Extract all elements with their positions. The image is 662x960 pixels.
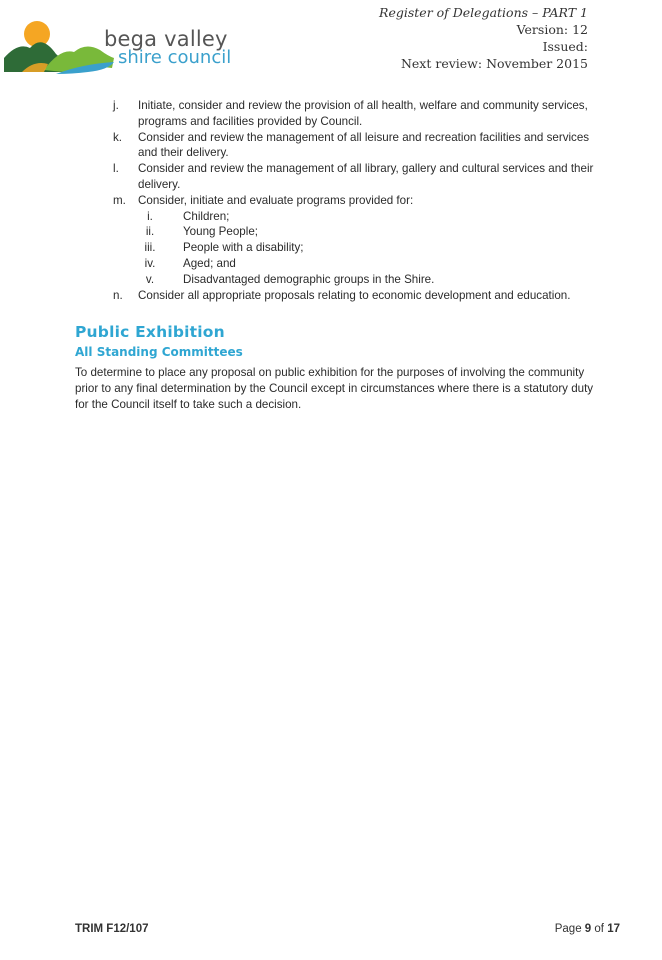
trim-reference: TRIM F12/107 <box>75 923 149 935</box>
list-item-text: Consider and review the management of al… <box>138 130 590 160</box>
sublist-item: ii. Young People; <box>75 224 595 240</box>
page-number: Page 9 of 17 <box>555 923 620 935</box>
list-marker: l. <box>113 162 119 176</box>
list-marker: m. <box>113 193 126 207</box>
sublist-item: iv. Aged; and <box>75 256 595 272</box>
sublist-item: v. Disadvantaged demographic groups in th… <box>75 272 595 288</box>
page-word: Page <box>554 923 582 935</box>
list-item-text: Consider, initiate and evaluate programs… <box>138 193 414 207</box>
list-item: k. Consider and review the management of … <box>75 130 595 162</box>
of-word: of <box>594 923 604 935</box>
sublist-item-text: Aged; and <box>183 256 236 270</box>
page-total: 17 <box>607 923 620 935</box>
page-current: 9 <box>584 923 592 935</box>
sublist-item: i. Children; <box>75 209 595 225</box>
document-header: Register of Delegations – PART 1 Version… <box>379 4 588 72</box>
next-review-label: Next review: November 2015 <box>400 56 588 71</box>
sublist-marker: iv. <box>144 256 156 270</box>
sublist-marker: iii. <box>144 241 156 255</box>
logo-text-bega-valley: bega valley <box>104 27 228 51</box>
version-label: Version: 12 <box>516 22 588 37</box>
hills-logo-icon <box>4 21 114 74</box>
sublist-item-text: Young People; <box>183 225 259 239</box>
section-heading: Public Exhibition <box>75 323 225 342</box>
sublist-marker: v. <box>145 272 155 286</box>
sublist-marker: ii. <box>145 225 155 239</box>
list-marker: j. <box>113 99 119 112</box>
list-marker: k. <box>113 130 123 144</box>
council-logo: bega valley shire council <box>4 14 244 76</box>
list-item: n. Consider all appropriate proposals rel… <box>75 288 595 304</box>
list-item-text: Consider and review the management of al… <box>138 162 594 191</box>
list-marker: n. <box>113 288 123 302</box>
section-body-text: To determine to place any proposal on pu… <box>75 365 594 411</box>
sublist-item: iii. People with a disability; <box>75 240 595 256</box>
list-item: m. Consider, initiate and evaluate progra… <box>75 193 595 209</box>
sublist-item-text: Children; <box>183 209 230 223</box>
section-subheading: All Standing Committees <box>75 345 243 360</box>
issued-label: Issued: <box>542 39 588 54</box>
list-item: j. Initiate, consider and review the prov… <box>75 98 595 130</box>
document-body: j. Initiate, consider and review the prov… <box>75 98 595 412</box>
list-item-text: Initiate, consider and review the provis… <box>138 99 588 128</box>
sublist-item-text: People with a disability; <box>183 241 304 255</box>
sublist-item-text: Disadvantaged demographic groups in the … <box>183 272 435 286</box>
register-title: Register of Delegations – PART 1 <box>379 5 588 20</box>
list-item-text: Consider all appropriate proposals relat… <box>138 288 571 302</box>
list-item: l. Consider and review the management of … <box>75 161 595 193</box>
sublist-marker: i. <box>147 209 153 223</box>
logo-text-shire-council: shire council <box>118 47 232 68</box>
